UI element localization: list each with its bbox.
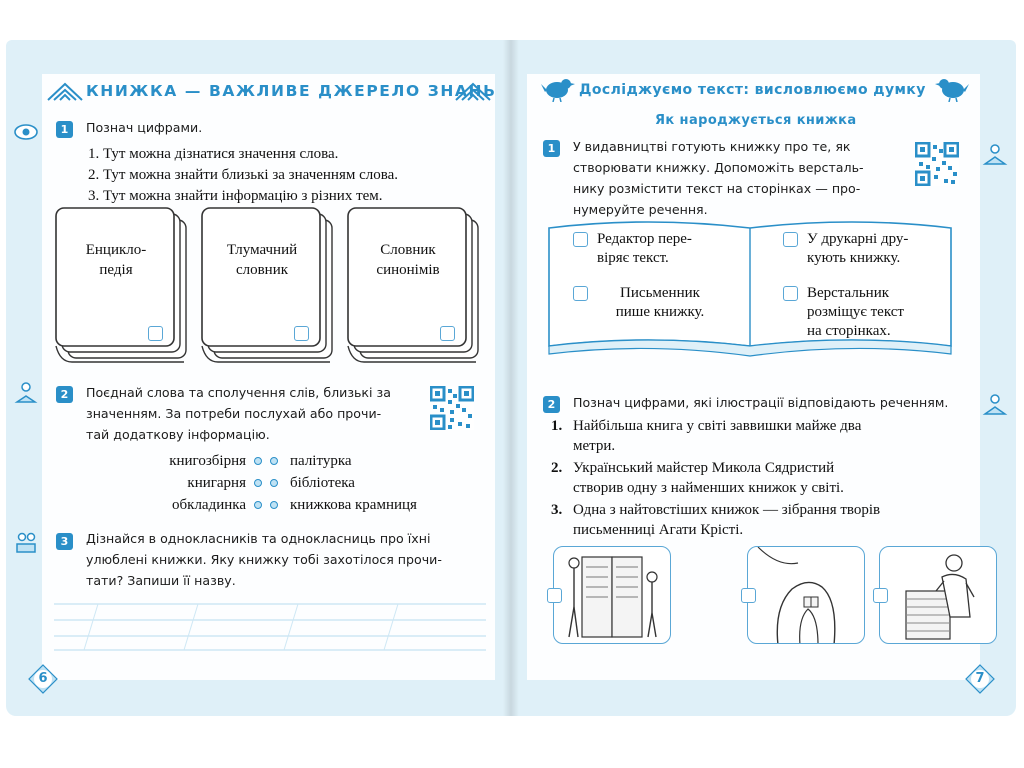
ornament-icon [455, 82, 491, 101]
book-synonym-dictionary: Словник синонімів [346, 206, 486, 366]
task-instruction: У видавництві готують книжку про те, як … [573, 139, 864, 217]
match-word: бібліотека [290, 475, 355, 491]
task-instruction: Дізнайся в однокласників та однокласниць… [86, 531, 442, 588]
card-layout-designer: Верстальник розміщує текст на сторінках. [807, 285, 904, 339]
left-page: 6 КНИЖКА — ВАЖЛИВЕ ДЖЕРЕЛО ЗНАНЬ 1 Позна… [6, 40, 511, 716]
qr-code-icon[interactable] [915, 142, 959, 186]
page-number-badge: 7 [965, 664, 995, 694]
book-label: Енцикло- педія [85, 242, 147, 278]
match-dot[interactable] [254, 501, 262, 509]
page-number: 6 [38, 671, 48, 686]
task-instruction: Поєднай слова та сполучення слів, близьк… [86, 385, 391, 442]
match-dot[interactable] [270, 457, 278, 465]
illustration-checkbox[interactable] [741, 588, 756, 603]
order-checkbox[interactable] [573, 286, 588, 301]
page-badge-icon [965, 664, 995, 694]
open-book-diagram [548, 221, 952, 357]
match-word: книгозбірня [169, 453, 246, 469]
page-badge-icon [28, 664, 58, 694]
order-checkbox[interactable] [783, 286, 798, 301]
task-number: 2 [56, 386, 73, 403]
answer-checkbox[interactable] [148, 326, 163, 341]
match-word: палітурка [290, 453, 352, 469]
match-dot[interactable] [254, 479, 262, 487]
eye-icon [12, 120, 40, 144]
section-title: Досліджуємо текст: висловлюємо думку [579, 82, 926, 98]
book-label: Словник синонімів [376, 242, 440, 278]
match-dot[interactable] [270, 479, 278, 487]
illustration-tiny-book [747, 546, 865, 644]
book-gutter [503, 40, 519, 716]
task-instruction: Познач цифрами. [86, 120, 203, 135]
ornament-icon [47, 82, 83, 101]
book-explanatory-dictionary: Тлумачний словник [200, 206, 340, 366]
order-checkbox[interactable] [783, 232, 798, 247]
task-number: 3 [56, 533, 73, 550]
reading-person-icon [981, 142, 1009, 166]
left-page-content-area [42, 74, 495, 680]
answer-checkbox[interactable] [440, 326, 455, 341]
match-right-column: палітурка бібліотека книжкова крамниця [290, 450, 490, 516]
page-number-badge: 6 [28, 664, 58, 694]
numbered-list: 1. Тут можна дізнатися значення слова. 2… [88, 144, 398, 207]
reading-person-icon [12, 380, 40, 404]
match-word: книжкова крамниця [290, 497, 417, 513]
list-item: 3. Одна з найтовстіших книжок — зібрання… [551, 502, 881, 538]
reading-person-icon [981, 392, 1009, 416]
list-item: 2. Тут можна знайти близькі за значенням… [88, 167, 399, 183]
writing-lines[interactable] [54, 596, 486, 652]
task-number: 2 [543, 396, 560, 413]
match-dot[interactable] [270, 501, 278, 509]
match-word: обкладинка [172, 497, 246, 513]
illustration-checkbox[interactable] [873, 588, 888, 603]
answer-checkbox[interactable] [294, 326, 309, 341]
book-encyclopedia: Енцикло- педія [54, 206, 194, 366]
sub-title: Як народжується книжка [655, 113, 857, 128]
card-printing-house: У друкарні дру- кують книжку. [807, 231, 909, 266]
card-editor: Редактор пере- віряє текст. [597, 231, 692, 266]
bird-icon [935, 79, 969, 102]
match-dot[interactable] [254, 457, 262, 465]
list-item: 3. Тут можна знайти інформацію з різних … [88, 188, 383, 204]
list-item: 1. Тут можна дізнатися значення слова. [88, 146, 339, 162]
order-checkbox[interactable] [573, 232, 588, 247]
task-number: 1 [543, 140, 560, 157]
chapter-title: КНИЖКА — ВАЖЛИВЕ ДЖЕРЕЛО ЗНАНЬ [86, 82, 497, 100]
card-writer: Письменник пише книжку. [615, 285, 705, 320]
right-page: 7 Досліджуємо текст: висловлюємо думку [511, 40, 1016, 716]
book-spread: 6 КНИЖКА — ВАЖЛИВЕ ДЖЕРЕЛО ЗНАНЬ 1 Позна… [6, 40, 1016, 720]
illustration-giant-book [553, 546, 671, 644]
match-left-column: книгозбірня книгарня обкладинка [96, 450, 246, 516]
qr-code-icon[interactable] [430, 386, 474, 430]
bird-icon [541, 79, 575, 102]
page-number: 7 [975, 671, 985, 686]
illustration-checkbox[interactable] [547, 588, 562, 603]
illustration-thick-book [879, 546, 997, 644]
task-number: 1 [56, 121, 73, 138]
list-item: 1. Найбільша книга у світі заввишки майж… [551, 418, 862, 454]
reading-person-icon [12, 530, 40, 554]
list-item: 2. Український майстер Микола Сядристий … [551, 460, 844, 496]
numbered-facts-list: 1. Найбільша книга у світі заввишки майж… [551, 416, 971, 540]
task-instruction: Познач цифрами, які ілюстрації відповіда… [573, 395, 949, 410]
book-label: Тлумачний словник [226, 242, 298, 278]
match-word: книгарня [187, 475, 246, 491]
